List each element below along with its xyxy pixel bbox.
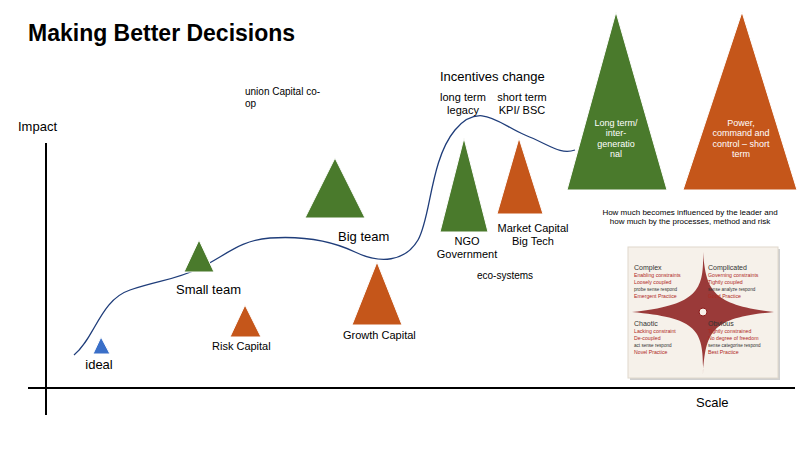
scale-axis: [28, 387, 795, 389]
cynefin-text: Novel Practice: [634, 350, 700, 356]
note-label: Impact: [18, 120, 78, 135]
triangle-node: Long term/ inter-generatio nal: [567, 12, 667, 190]
diagram-title: Making Better Decisions: [28, 20, 295, 46]
triangle-label: Small team: [176, 283, 252, 298]
triangle-node: Market Capital Big Tech: [497, 138, 543, 214]
cynefin-text: Lacking constraint: [634, 329, 700, 335]
triangle-node: Risk Capital: [230, 305, 261, 337]
cynefin-text: sense categorise respond: [708, 343, 776, 348]
triangle-label: NGO Government: [436, 235, 498, 260]
cynefin-text: Chaotic: [634, 320, 700, 328]
triangle-fill: [230, 305, 261, 337]
triangle-outline: [440, 138, 488, 232]
triangle-label: Growth Capital: [343, 329, 427, 342]
triangle-label: Risk Capital: [212, 340, 284, 353]
triangle-fill: [497, 138, 543, 214]
cynefin-text: No degree of freedom: [708, 336, 776, 342]
triangle-outline: [230, 305, 261, 337]
triangle-label: Big team: [338, 230, 402, 245]
triangle-fill: [352, 262, 402, 325]
cynefin-text: Governing constraints: [708, 273, 776, 279]
triangle-outline: [305, 158, 365, 218]
triangle-fill: [440, 138, 488, 232]
triangle-node: Big team: [305, 158, 365, 218]
cynefin-cross: [632, 252, 774, 374]
cynefin-text: De-coupled: [634, 336, 700, 342]
triangle-outline: [184, 240, 214, 272]
triangle-outline: [683, 12, 797, 190]
note-label: long term legacy: [436, 91, 490, 116]
cynefin-text: Tightly coupled: [708, 280, 776, 286]
growth-curve: [74, 116, 575, 355]
triangle-label: Market Capital Big Tech: [493, 222, 573, 247]
note-label: How much becomes influenced by the leade…: [598, 208, 782, 226]
cynefin-text: act sense respond: [634, 343, 700, 348]
triangle-fill: [93, 337, 110, 354]
cynefin-text: Enabling constraints: [634, 273, 700, 279]
triangle-fill: [305, 158, 365, 218]
cynefin-text: Obvious: [708, 320, 776, 328]
triangle-outline: [352, 262, 402, 325]
note-label: Scale: [696, 396, 756, 411]
note-label: Incentives change: [440, 70, 560, 85]
note-label: short term KPI/ BSC: [492, 91, 552, 116]
impact-axis: [45, 143, 47, 415]
cynefin-text: Tightly constrained: [708, 329, 776, 335]
cynefin-text: sense analyze respond: [708, 287, 776, 292]
triangle-node: ideal: [93, 337, 110, 354]
cynefin-centre: [699, 308, 707, 316]
triangle-text: Power, command and control – short term: [707, 118, 775, 159]
cynefin-text: Emergent Practice: [634, 294, 700, 300]
cynefin-text: Complicated: [708, 264, 776, 272]
cynefin-text: Best Practice: [708, 350, 776, 356]
cynefin-text: Loosely coupled: [634, 280, 700, 286]
note-label: eco-systems: [477, 270, 557, 282]
triangle-label: ideal: [72, 358, 126, 373]
cynefin-text: Good Practice: [708, 294, 776, 300]
note-label: union Capital co-op: [245, 86, 325, 109]
triangle-outline: [497, 138, 543, 214]
triangle-node: Growth Capital: [352, 262, 402, 325]
cynefin-text: probe sense respond: [634, 287, 700, 292]
triangle-node: Power, command and control – short term: [683, 12, 797, 190]
triangle-outline: [93, 337, 110, 354]
cynefin-image: [628, 247, 778, 378]
triangle-fill: [567, 12, 667, 190]
triangle-node: NGO Government: [440, 138, 488, 232]
triangle-node: Small team: [184, 240, 214, 272]
triangle-fill: [184, 240, 214, 272]
triangle-text: Long term/ inter-generatio nal: [591, 118, 641, 159]
cynefin-text: Complex: [634, 264, 700, 272]
triangle-fill: [683, 12, 797, 190]
triangle-outline: [567, 12, 667, 190]
